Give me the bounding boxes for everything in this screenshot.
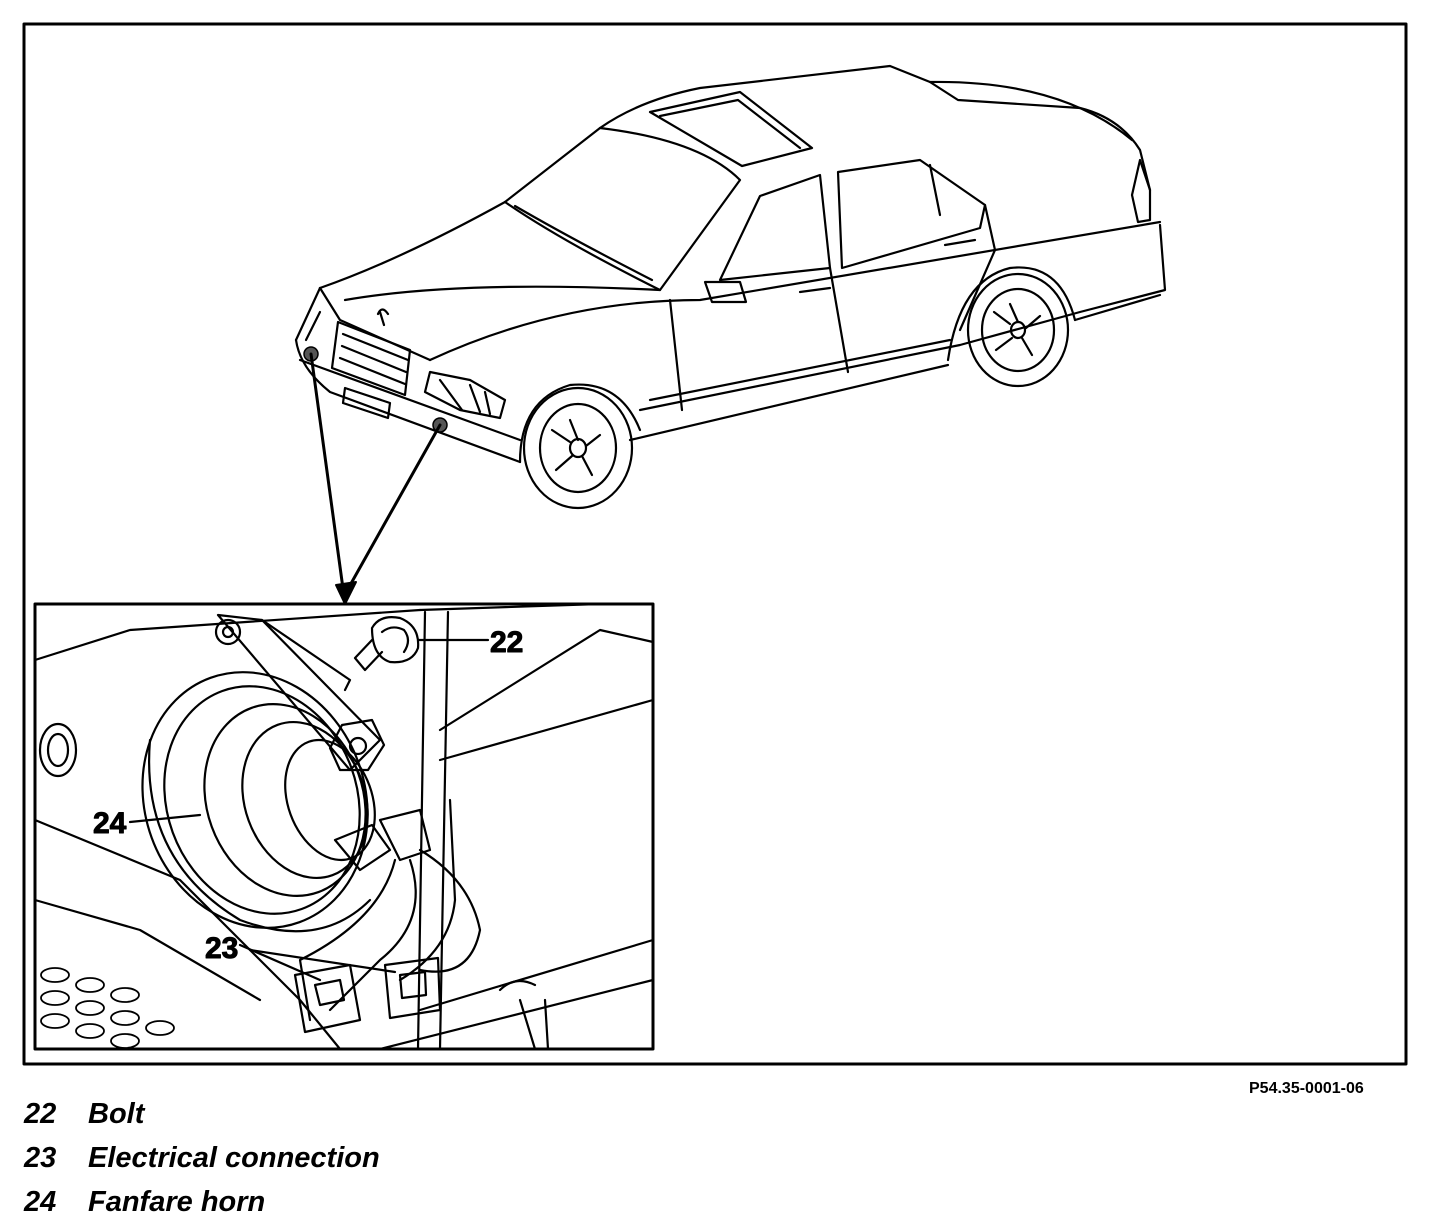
callout-24-fanfare-horn: 24 bbox=[93, 807, 127, 840]
legend-number: 22 bbox=[24, 1098, 57, 1130]
detail-inset-frame bbox=[33, 602, 655, 1051]
legend-label: Electrical connection bbox=[88, 1142, 380, 1174]
figure-frame bbox=[22, 22, 1408, 1066]
legend-label: Fanfare horn bbox=[88, 1186, 266, 1218]
legend-number: 23 bbox=[24, 1142, 57, 1174]
legend-item: 23 Electrical connection bbox=[24, 1136, 380, 1180]
legend-label: Bolt bbox=[88, 1098, 145, 1130]
detail-leader-lines bbox=[309, 352, 442, 598]
figure-id: P54.35-0001-06 bbox=[1249, 1080, 1364, 1097]
legend-list: 22 Bolt 23 Electrical connection 24 Fanfare… bbox=[24, 1092, 380, 1224]
legend-item: 22 Bolt bbox=[24, 1092, 380, 1136]
detail-inset-drawing bbox=[33, 602, 655, 1051]
legend-item: 24 Fanfare horn bbox=[24, 1180, 380, 1224]
callout-22-bolt: 22 bbox=[490, 626, 523, 659]
legend-number: 24 bbox=[24, 1186, 57, 1218]
callout-23-electrical-connection: 23 bbox=[205, 932, 238, 965]
detail-leader-arrow bbox=[335, 581, 357, 605]
car-illustration bbox=[294, 64, 1167, 510]
